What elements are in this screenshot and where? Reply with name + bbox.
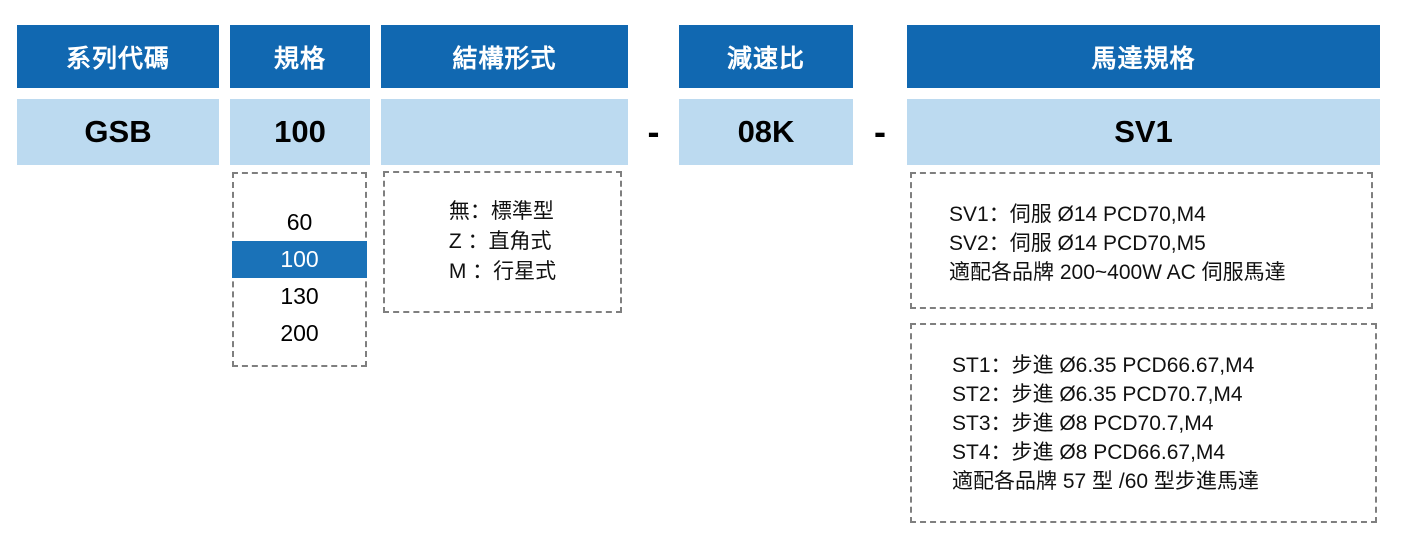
- stepper-option-st4: ST4：步進 Ø8 PCD66.67,M4: [952, 441, 1226, 464]
- servo-option-sv1: SV1：伺服 Ø14 PCD70,M4: [949, 203, 1206, 226]
- size-value: 100: [230, 99, 370, 165]
- column-structure-type: 結構形式: [381, 25, 628, 165]
- structure-type-value: [381, 99, 628, 165]
- size-option-60: 60: [286, 209, 313, 235]
- size-options-box: 60 100 130 200: [232, 172, 367, 367]
- series-code-header: 系列代碼: [17, 25, 219, 88]
- size-option-130: 130: [280, 283, 319, 309]
- size-option-100-selected: 100: [232, 241, 367, 278]
- size-option-200: 200: [280, 320, 319, 346]
- structure-option-planetary: M ：行星式: [448, 260, 557, 283]
- column-series-code: 系列代碼 GSB: [17, 25, 219, 165]
- structure-options-box: 無：標準型 Z ：直角式 M ：行星式: [383, 171, 622, 313]
- series-code-value: GSB: [17, 99, 219, 165]
- stepper-motor-options-box: ST1：步進 Ø6.35 PCD66.67,M4 ST2：步進 Ø6.35 PC…: [910, 323, 1377, 523]
- reduction-ratio-header: 減速比: [679, 25, 853, 88]
- servo-compatibility-note: 適配各品牌 200~400W AC 伺服馬達: [949, 261, 1286, 284]
- structure-options-list: 無：標準型 Z ：直角式 M ：行星式: [449, 197, 556, 287]
- stepper-option-st2: ST2：步進 Ø6.35 PCD70.7,M4: [952, 383, 1243, 406]
- servo-option-sv2: SV2：伺服 Ø14 PCD70,M5: [949, 232, 1206, 255]
- column-size: 規格 100: [230, 25, 370, 165]
- code-separator-dash: -: [874, 111, 886, 152]
- reduction-ratio-value: 08K: [679, 99, 853, 165]
- structure-option-standard: 無：標準型: [448, 200, 554, 223]
- servo-motor-options-box: SV1：伺服 Ø14 PCD70,M4 SV2：伺服 Ø14 PCD70,M5 …: [910, 172, 1373, 309]
- column-motor-spec: 馬達規格 SV1: [907, 25, 1380, 165]
- stepper-option-st1: ST1：步進 Ø6.35 PCD66.67,M4: [952, 354, 1255, 377]
- structure-option-right-angle: Z ：直角式: [448, 230, 552, 253]
- motor-spec-header: 馬達規格: [907, 25, 1380, 88]
- size-header: 規格: [230, 25, 370, 88]
- structure-type-header: 結構形式: [381, 25, 628, 88]
- column-reduction-ratio: 減速比 08K: [679, 25, 853, 165]
- stepper-option-st3: ST3：步進 Ø8 PCD70.7,M4: [952, 412, 1214, 435]
- motor-spec-value: SV1: [907, 99, 1380, 165]
- stepper-compatibility-note: 適配各品牌 57 型 /60 型步進馬達: [952, 470, 1259, 493]
- code-separator-dash: -: [647, 111, 660, 152]
